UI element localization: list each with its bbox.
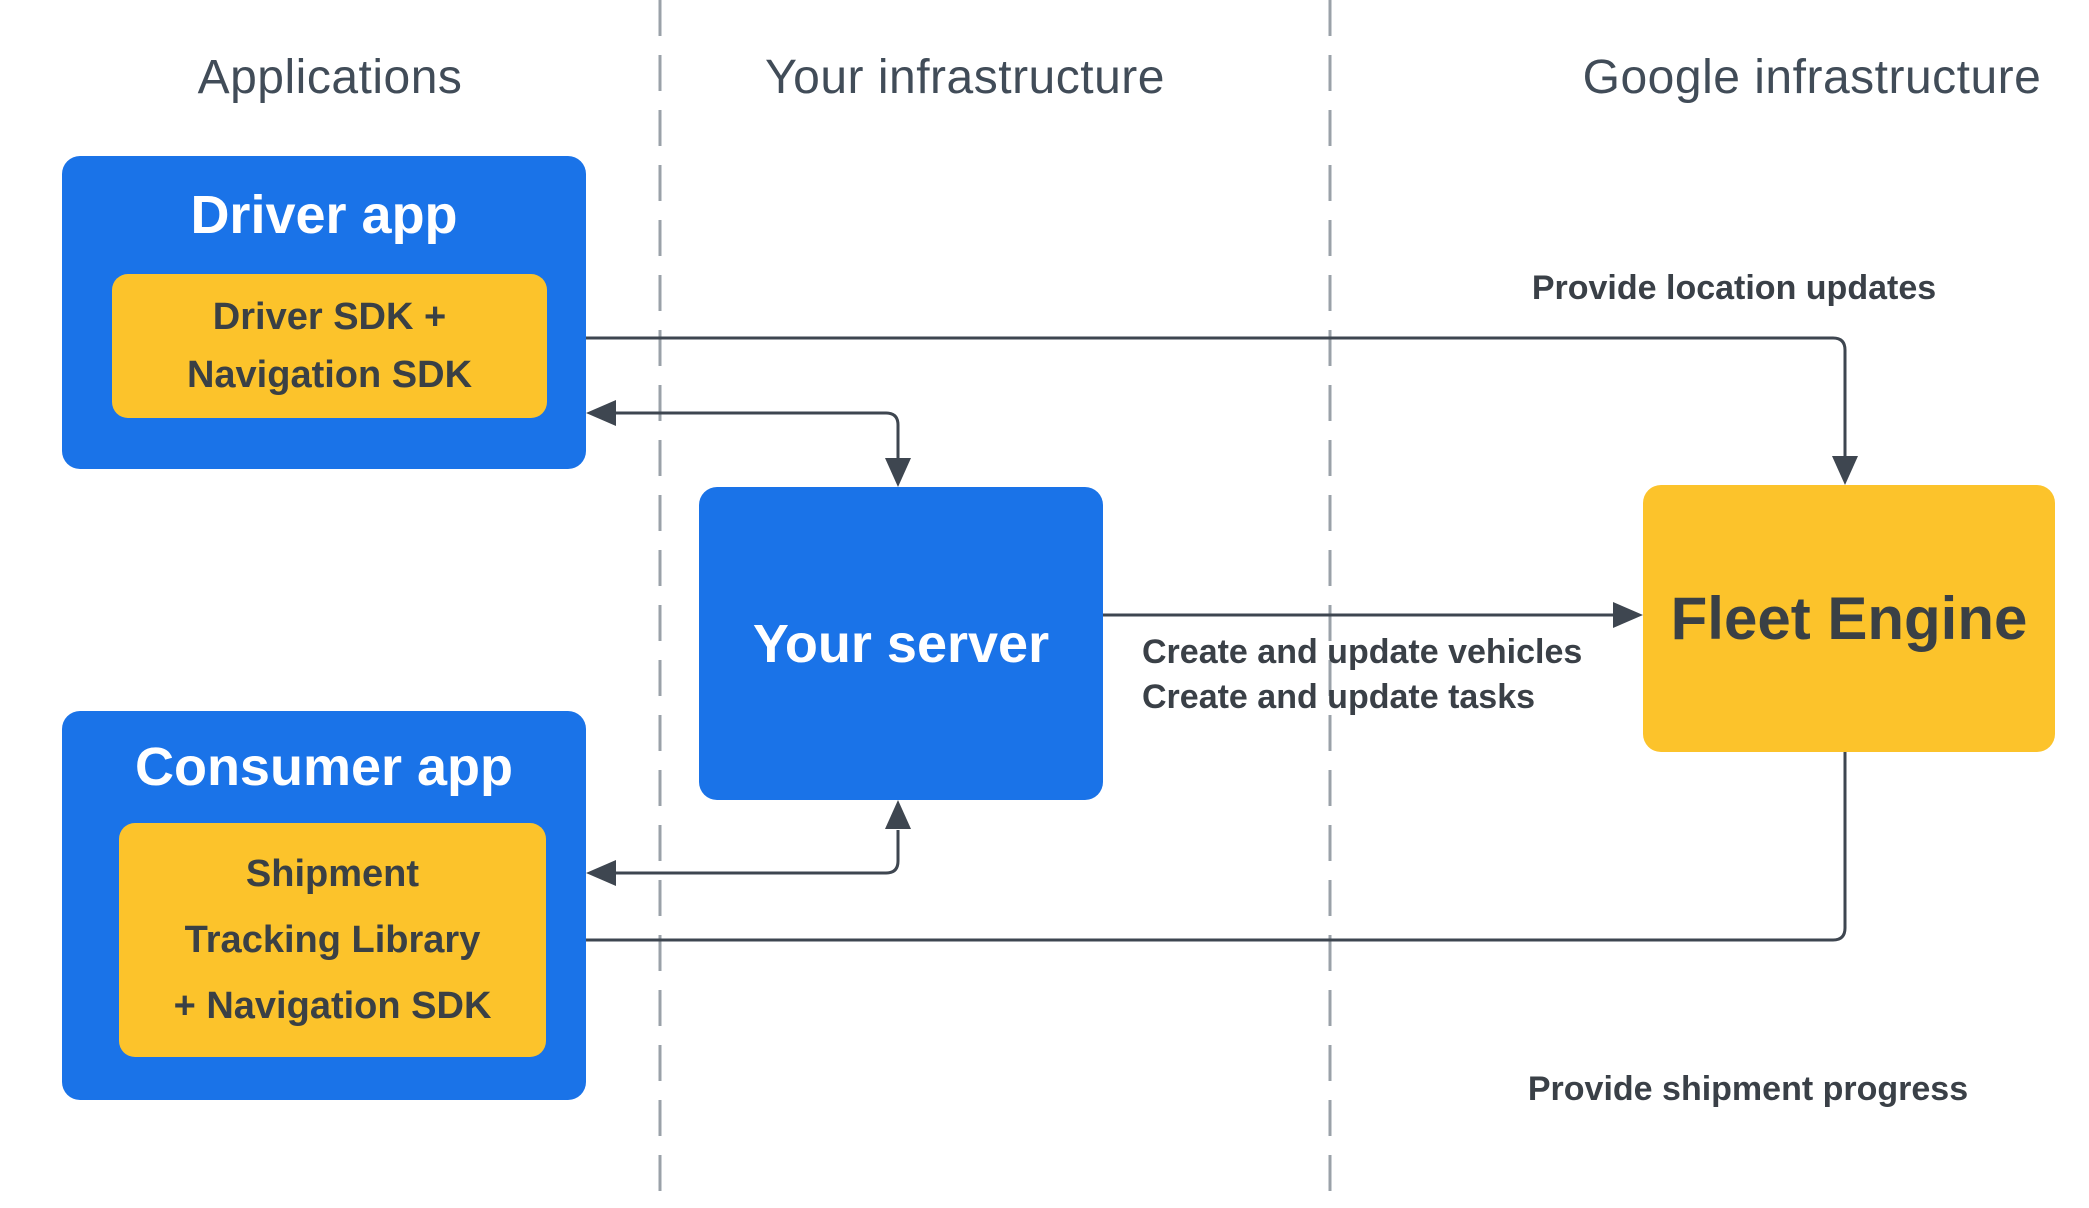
arrowhead-into-driver-app — [586, 400, 616, 426]
edge-label-provide-location-updates: Provide location updates — [1531, 269, 1937, 307]
node-driver-sdk: Driver SDK + Navigation SDK — [112, 274, 547, 418]
column-divider-dashed-lines — [658, 0, 1332, 1192]
node-consumer-app: Consumer app Shipment Tracking Library +… — [62, 711, 586, 1100]
column-header-google-infrastructure: Google infrastructure — [1582, 51, 2042, 104]
edge-location-updates-line — [577, 336, 1847, 458]
consumer-app-title: Consumer app — [134, 737, 514, 797]
edge-label-provide-shipment-progress: Provide shipment progress — [1527, 1070, 1969, 1108]
arrowhead-into-your-server-top — [885, 458, 911, 487]
node-your-server: Your server — [699, 487, 1103, 800]
arrowhead-into-fleet-engine-top — [1832, 456, 1858, 485]
arrowhead-into-consumer-app — [586, 860, 616, 886]
node-driver-app: Driver app Driver SDK + Navigation SDK — [62, 156, 586, 469]
edge-label-create-and-update: Create and update vehicles Create and up… — [1142, 633, 1583, 716]
edge-server-consumer-line — [614, 830, 900, 875]
edge-driver-server-line — [614, 411, 900, 460]
node-fleet-engine: Fleet Engine — [1643, 485, 2055, 752]
arrowhead-into-your-server-bottom — [885, 800, 911, 829]
driver-app-title: Driver app — [190, 185, 458, 245]
edge-your-server-consumer-app — [586, 800, 911, 886]
edge-driver-app-your-server — [586, 400, 911, 487]
column-header-your-infrastructure: Your infrastructure — [765, 51, 1165, 104]
edge-location-updates — [549, 325, 1858, 485]
edge-create-update — [1103, 602, 1643, 628]
edge-shipment-progress-line — [576, 752, 1847, 942]
column-header-applications: Applications — [197, 51, 463, 104]
node-shipment-tracking-library: Shipment Tracking Library + Navigation S… — [119, 823, 546, 1057]
arrowhead-into-fleet-engine-left — [1613, 602, 1643, 628]
